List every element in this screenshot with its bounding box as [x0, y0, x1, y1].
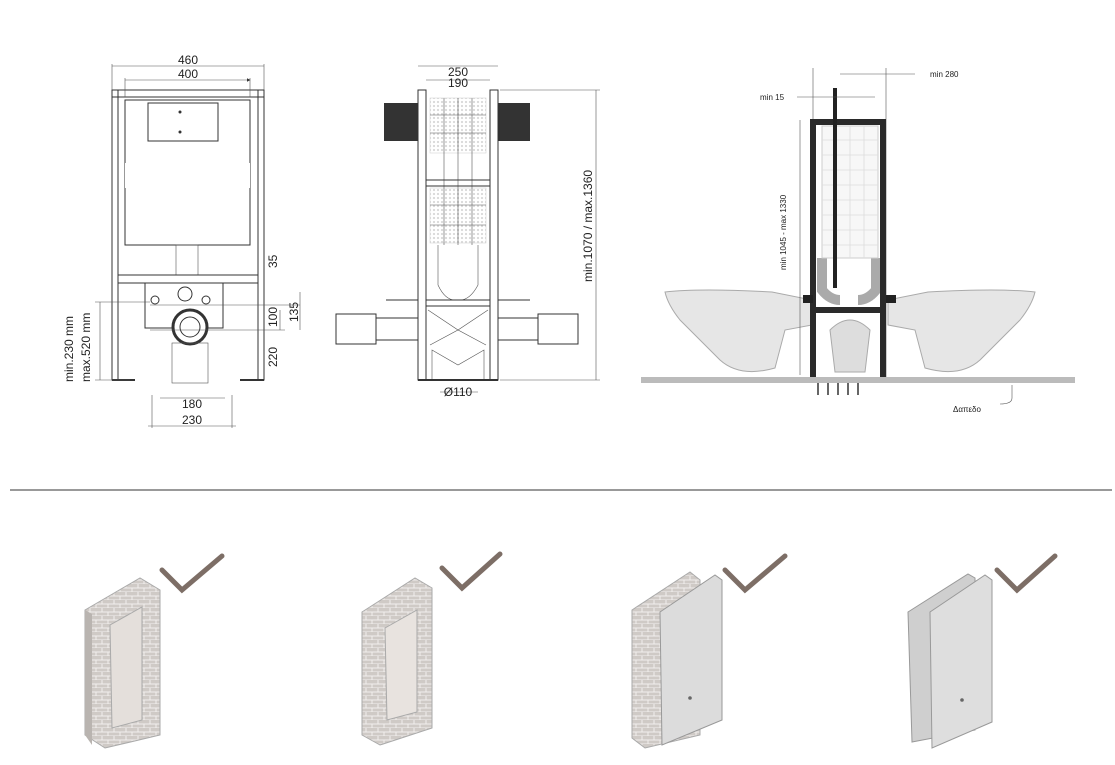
option-drywall — [907, 553, 1058, 749]
installation-view: min 280 min 15 min 1045 - max 1330 Δαπεδ… — [641, 68, 1075, 414]
option-brick-recess — [84, 553, 225, 749]
right-tank-connector — [498, 103, 530, 141]
install-height-range: min 1045 - max 1330 — [779, 194, 788, 270]
dim-220: 220 — [266, 347, 280, 367]
min-gap: min 15 — [760, 93, 785, 102]
dim-180: 180 — [182, 397, 202, 411]
dim-100: 100 — [266, 307, 280, 327]
flush-plate-opening — [147, 102, 219, 142]
side-view: 250 190 Ø110 min.1070 / max.1360 — [335, 65, 600, 399]
left-tank-connector — [384, 103, 418, 141]
side-height-range: min.1070 / max.1360 — [581, 170, 595, 282]
dim-190: 190 — [448, 76, 468, 90]
dim-135: 135 — [287, 302, 301, 322]
height-min: min.230 mm — [62, 316, 76, 382]
front-view: 460 400 35 135 100 220 180 230 min.230 m… — [62, 53, 301, 428]
check-icon — [439, 551, 503, 592]
check-icon — [159, 553, 225, 594]
dim-460: 460 — [178, 53, 198, 67]
mounting-frame — [810, 119, 886, 380]
option-brick-half — [361, 551, 503, 746]
floor — [641, 377, 1075, 383]
height-max: max.520 mm — [79, 313, 93, 382]
min-depth: min 280 — [930, 70, 959, 79]
dim-230: 230 — [182, 413, 202, 427]
check-icon — [722, 553, 788, 594]
option-brick-panel — [631, 553, 788, 749]
check-icon — [994, 553, 1058, 594]
dim-35: 35 — [266, 254, 280, 268]
floor-label: Δαπεδο — [953, 405, 982, 414]
drain-pipe — [171, 308, 209, 346]
pipe-diameter: Ø110 — [444, 385, 473, 399]
dim-250: 250 — [448, 65, 468, 79]
dim-400: 400 — [178, 67, 198, 81]
